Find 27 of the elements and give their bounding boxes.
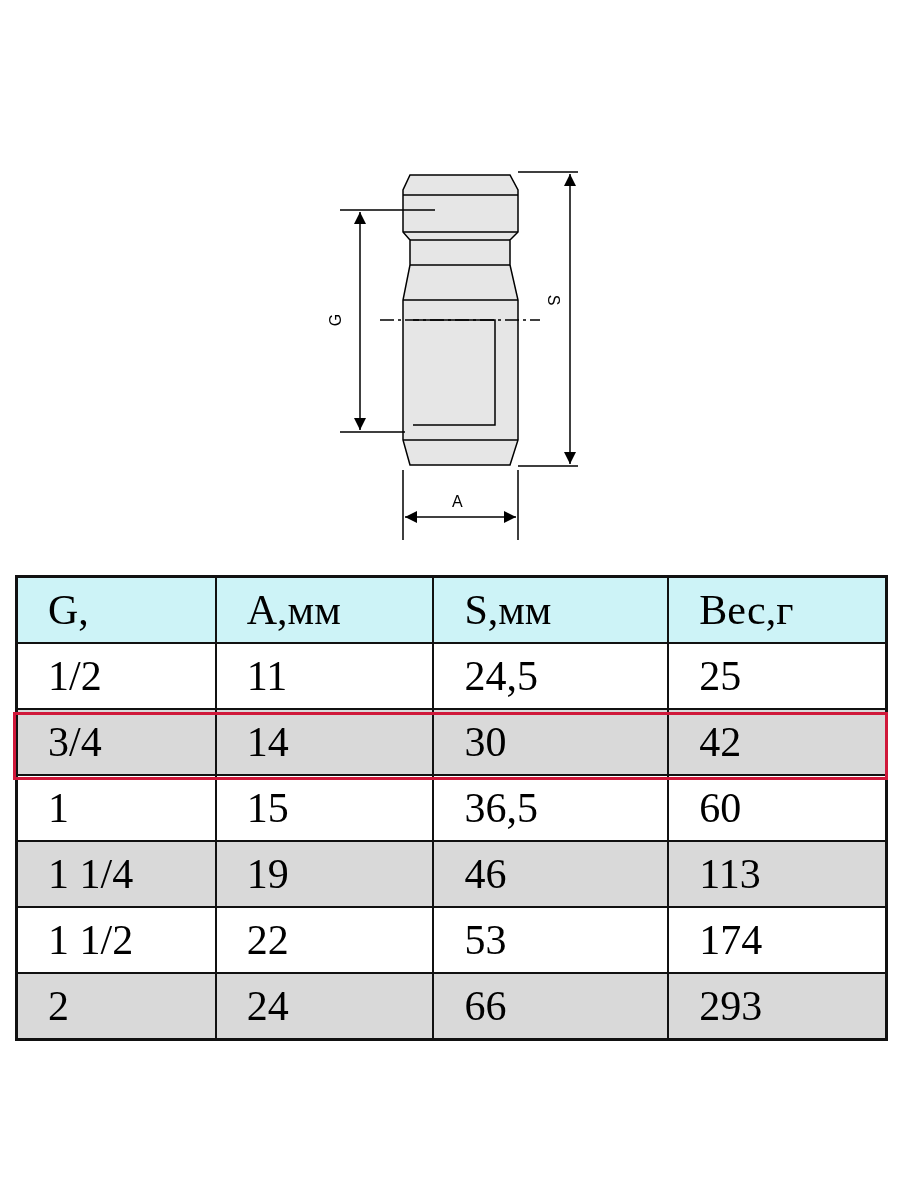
table-value: 24	[215, 973, 434, 1040]
table-value: 25	[668, 643, 887, 709]
column-header: Вес,г	[668, 576, 887, 643]
dimension-label: A	[452, 494, 463, 510]
table-value: 1/2	[16, 643, 216, 709]
table-value: 66	[433, 973, 669, 1040]
table-value: 174	[668, 907, 887, 973]
table-value: 30	[433, 709, 669, 775]
table-value: 1 1/2	[16, 907, 216, 973]
table-value: 11	[215, 643, 434, 709]
table-value: 19	[215, 841, 434, 907]
dimension-label: G	[328, 313, 345, 327]
table-value: 14	[215, 709, 434, 775]
table-value: 2	[16, 973, 216, 1040]
dimension-label: S	[545, 294, 562, 306]
column-header: A,мм	[215, 576, 434, 643]
table-value: 1 1/4	[16, 841, 216, 907]
table-value: 113	[668, 841, 887, 907]
column-header: S,мм	[433, 576, 669, 643]
column-header: G,	[16, 576, 216, 643]
table-value: 42	[668, 709, 887, 775]
table-value: 46	[433, 841, 669, 907]
table-value: 53	[433, 907, 669, 973]
table-value: 22	[215, 907, 434, 973]
table-value: 3/4	[16, 709, 216, 775]
table-value: 293	[668, 973, 887, 1040]
table-value: 24,5	[433, 643, 669, 709]
